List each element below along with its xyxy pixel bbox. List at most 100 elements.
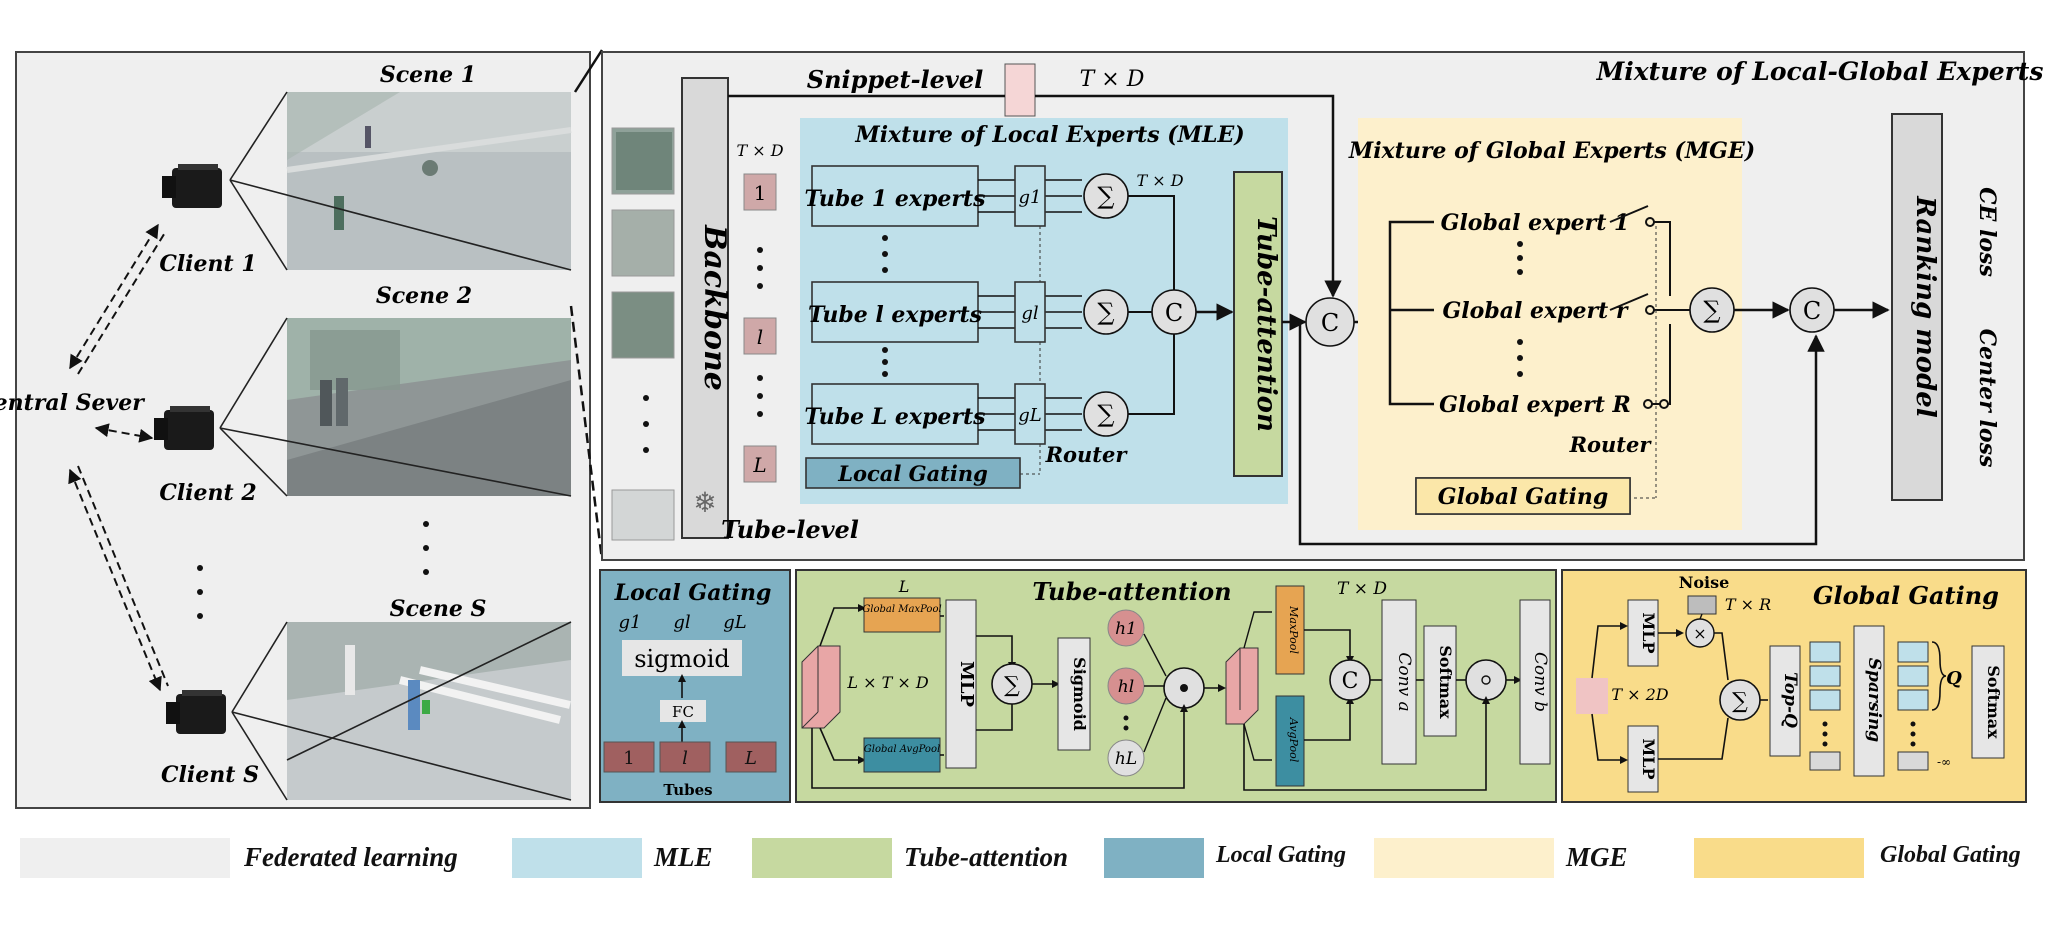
svg-text:C: C (1165, 299, 1183, 327)
svg-text:Local Gating: Local Gating (614, 580, 772, 606)
scene-label: Scene 1 (380, 62, 476, 88)
legend-swatch (1694, 838, 1864, 878)
svg-text:g1: g1 (1019, 187, 1042, 208)
svg-text:gl: gl (1021, 303, 1039, 324)
svg-text:Tube-attention: Tube-attention (1032, 577, 1231, 606)
svg-text:Tube-attention: Tube-attention (1251, 216, 1281, 432)
legend-swatch (512, 838, 642, 878)
svg-text:Softmax: Softmax (1984, 665, 2003, 739)
local-gating-detail: Local Gating g1 gl gL sigmoid FC 1 l L T… (599, 569, 791, 803)
tube-attention-detail: Tube-attention L × T × D L Global MaxPoo… (795, 569, 1557, 803)
client-label: Client 1 (159, 251, 256, 277)
tube-expert-box: Tube l experts (808, 281, 982, 343)
svg-text:MLP: MLP (1639, 739, 1658, 780)
svg-text:Router: Router (1045, 442, 1129, 467)
svg-text:Sparsing: Sparsing (1864, 658, 1884, 743)
svg-text:AvgPool: AvgPool (1287, 717, 1300, 763)
svg-text:C: C (1321, 309, 1339, 337)
svg-text:l: l (682, 748, 688, 769)
legend-label: Local Gating (1216, 842, 1346, 868)
legend-label: Tube-attention (904, 842, 1069, 872)
client-label: Client 2 (159, 480, 256, 506)
svg-text:T × D: T × D (1080, 67, 1145, 92)
svg-text:MLP: MLP (1639, 613, 1658, 654)
svg-text:Conv a: Conv a (1394, 652, 1414, 711)
svg-text:Noise: Noise (1679, 573, 1730, 592)
local-gating-bar (805, 457, 1021, 489)
svg-text:Global expert R: Global expert R (1439, 392, 1631, 418)
svg-text:Router: Router (1569, 432, 1653, 457)
svg-text:∑: ∑ (1097, 298, 1114, 326)
snippet-token (1004, 63, 1036, 117)
legend-label: Global Gating (1880, 842, 2021, 868)
camera-icon (154, 406, 214, 450)
svg-text:-∞: -∞ (1937, 755, 1951, 769)
svg-text:gL: gL (723, 612, 746, 633)
center-loss-label: Center loss (1974, 329, 2000, 468)
legend-swatch (20, 838, 230, 878)
legend-label: MGE (1566, 842, 1628, 872)
svg-text:Global Gating: Global Gating (1813, 581, 1999, 610)
tube-expert-box: Tube L experts (804, 383, 986, 445)
snowflake-icon: ❄ (693, 486, 716, 519)
svg-text:hl: hl (1118, 677, 1134, 697)
svg-text:∑: ∑ (1097, 182, 1114, 210)
svg-text:C: C (1342, 669, 1359, 694)
federated-links (68, 223, 169, 692)
svg-text:Sigmoid: Sigmoid (1070, 657, 1089, 731)
mge-title: Mixture of Global Experts (MGE) (1348, 138, 1755, 164)
mixture-panel: Mixture of Local-Global Experts Backbone… (601, 51, 2044, 561)
svg-text:MaxPool: MaxPool (1287, 605, 1300, 654)
central-server-label: Central Sever (0, 390, 145, 416)
svg-text:Global expert 1: Global expert 1 (1441, 210, 1630, 236)
scene-image-s (287, 622, 571, 800)
svg-text:T × 2D: T × 2D (1611, 685, 1668, 704)
mle-block: Mixture of Local Experts (MLE) Tube 1 ex… (800, 118, 1288, 504)
svg-text:T × D: T × D (736, 141, 783, 160)
camera-icon (162, 164, 222, 208)
svg-text:Global MaxPool: Global MaxPool (862, 604, 941, 615)
scene-image-1 (286, 92, 572, 270)
scene-label: Scene 2 (376, 283, 472, 309)
svg-text:Backbone: Backbone (697, 224, 732, 391)
svg-text:1: 1 (623, 748, 634, 769)
ranking-model-block: Ranking model (1891, 113, 1943, 501)
mge-block: Mixture of Global Experts (MGE) Global e… (1348, 118, 1755, 530)
client-label: Client S (161, 762, 259, 788)
svg-text:∑: ∑ (1703, 296, 1720, 324)
svg-text:Global Gating: Global Gating (1438, 484, 1608, 510)
svg-text:gl: gl (673, 612, 691, 633)
svg-text:C: C (1803, 297, 1821, 325)
backbone-block: Backbone ❄ (681, 77, 732, 539)
svg-text:Tube L experts: Tube L experts (804, 404, 985, 430)
svg-text:Global expert r: Global expert r (1443, 298, 1629, 324)
mle-title: Mixture of Local Experts (MLE) (854, 122, 1244, 148)
svg-text:Tube l experts: Tube l experts (808, 302, 982, 328)
svg-text:L: L (752, 453, 766, 477)
svg-text:Ranking model: Ranking model (1910, 195, 1940, 418)
svg-text:l: l (757, 325, 763, 349)
svg-text:FC: FC (672, 703, 694, 721)
camera-view-lines (219, 91, 572, 801)
svg-text:gL: gL (1018, 405, 1041, 426)
svg-text:∑: ∑ (1732, 689, 1748, 714)
mixture-title: Mixture of Local-Global Experts (1596, 57, 2044, 86)
legend-swatch (1374, 838, 1554, 878)
svg-text:g1: g1 (619, 612, 642, 633)
camera-icon (166, 690, 226, 734)
legend-swatch (752, 838, 892, 878)
svg-text:L: L (898, 577, 910, 596)
svg-text:Tube 1 experts: Tube 1 experts (805, 186, 986, 212)
svg-text:Softmax: Softmax (1436, 645, 1455, 719)
svg-text:×: × (1693, 624, 1706, 643)
svg-text:Conv b: Conv b (1530, 652, 1550, 712)
svg-text:Local Gating: Local Gating (837, 461, 988, 486)
svg-text:hL: hL (1115, 749, 1137, 769)
svg-text:L: L (744, 748, 757, 769)
tube-attention-block: Tube-attention (1233, 171, 1283, 477)
ce-loss-label: CE loss (1974, 187, 2000, 277)
svg-text:MLP: MLP (956, 661, 977, 708)
svg-text:Q: Q (1946, 668, 1962, 689)
svg-text:Top-Q: Top-Q (1780, 672, 1800, 728)
tube-expert-box: Tube 1 experts (805, 165, 986, 227)
